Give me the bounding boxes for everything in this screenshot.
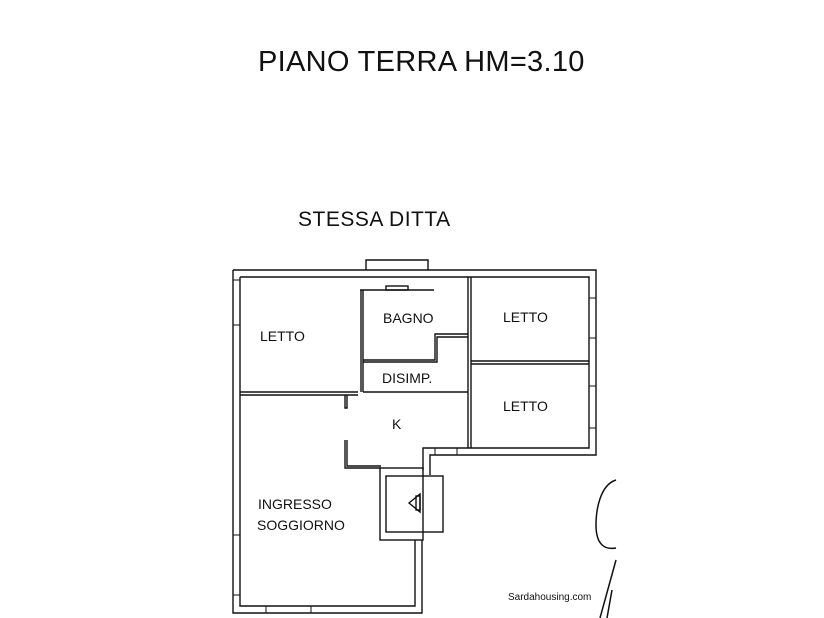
top-bump [360,259,434,291]
boundary-curve [595,479,617,550]
outer-walls [232,269,597,614]
stair-arrow-icon [407,492,421,514]
room-label-letto: LETTO [503,398,548,414]
internal-walls [240,277,589,469]
windows [232,279,597,614]
room-label-ingresso: INGRESSO [258,496,332,512]
room-label-letto: LETTO [260,328,305,344]
room-label-soggiorno: SOGGIORNO [257,517,345,533]
plan-title: PIANO TERRA HM=3.10 [258,46,585,78]
room-label-letto: LETTO [503,309,548,325]
watermark: Sardahousing.com [508,592,592,603]
plan-subtitle: STESSA DITTA [298,208,451,231]
room-label-disimp: DISIMP. [382,370,433,386]
room-label-bagno: BAGNO [383,310,434,326]
stair-box [379,467,444,541]
room-label-k: K [392,416,402,432]
